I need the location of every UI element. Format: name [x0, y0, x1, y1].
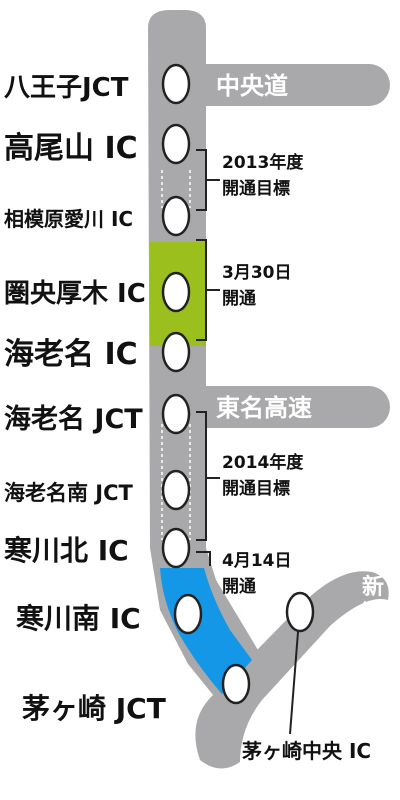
- station-marker-chigasaki-jct[interactable]: [221, 663, 251, 705]
- label-hachioji-jct: 八王子JCT: [4, 73, 129, 103]
- station-marker-ebina-jct[interactable]: [161, 393, 191, 435]
- label-sagamihara-aikawa-ic: 相模原愛川 IC: [4, 207, 133, 231]
- note-2013-line1: 2013年度: [222, 152, 304, 173]
- station-marker-ebina-ic[interactable]: [161, 331, 191, 373]
- station-marker-ken-o-atsugi-ic[interactable]: [161, 271, 191, 313]
- station-marker-takaosan-ic[interactable]: [161, 123, 191, 165]
- station-marker-chigasaki-chuo-ic[interactable]: [285, 591, 315, 633]
- station-marker-hachioji-jct[interactable]: [161, 63, 191, 105]
- note-2014-line1: 2014年度: [222, 452, 304, 473]
- station-marker-sagamihara-aikawa-ic[interactable]: [161, 195, 191, 237]
- tomei-expressway-road: [150, 386, 390, 428]
- svg-text:イ: イ: [334, 647, 356, 672]
- station-labels: 八王子JCT 高尾山 IC 相模原愛川 IC 圏央厚木 IC 海老名 IC 海老…: [4, 73, 371, 763]
- label-takaosan-ic: 高尾山 IC: [4, 131, 138, 166]
- svg-text:南: 南: [362, 627, 384, 652]
- label-ebina-jct: 海老名 JCT: [4, 403, 143, 435]
- station-marker-samukawa-kita-ic[interactable]: [161, 527, 191, 569]
- note-0414-line1: 4月14日: [222, 551, 292, 571]
- note-0330-line1: 3月30日: [222, 263, 292, 283]
- chuo-expressway-road: [150, 64, 390, 106]
- station-marker-ebina-minami-jct[interactable]: [161, 469, 191, 511]
- svg-text:ス: ス: [334, 699, 356, 724]
- label-ebina-ic: 海老名 IC: [4, 337, 138, 372]
- label-samukawa-kita-ic: 寒川北 IC: [4, 534, 129, 567]
- note-brackets: [196, 149, 220, 566]
- svg-text:新: 新: [362, 574, 384, 600]
- station-marker-samukawa-minami-ic[interactable]: [173, 593, 203, 635]
- shin-shonan-bypass-road: [195, 571, 389, 769]
- chigasaki-chuo-pointer: [289, 631, 299, 735]
- planned-section-dotted-lines: [161, 170, 191, 540]
- note-2013-line2: 開通目標: [222, 178, 290, 199]
- label-chigasaki-chuo-ic: 茅ヶ崎中央 IC: [242, 739, 371, 763]
- label-ken-o-atsugi-ic: 圏央厚木 IC: [4, 279, 146, 309]
- svg-text:湘: 湘: [362, 601, 384, 626]
- label-samukawa-minami-ic: 寒川南 IC: [16, 602, 141, 635]
- chuo-expressway-label: 中央道: [216, 72, 288, 100]
- svg-text:パ: パ: [334, 673, 356, 698]
- label-chigasaki-jct: 茅ヶ崎 JCT: [22, 692, 166, 725]
- svg-text:バ: バ: [334, 621, 356, 646]
- station-markers: [161, 63, 315, 705]
- shin-shonan-bypass-label: 新 湘 南 バ イ パ ス: [334, 574, 384, 724]
- note-0414-line2: 開通: [222, 577, 256, 597]
- label-ebina-minami-jct: 海老名南 JCT: [4, 481, 134, 505]
- tomei-expressway-label: 東名高速: [216, 394, 312, 422]
- note-0330-line2: 開通: [222, 289, 256, 309]
- note-2014-line2: 開通目標: [222, 478, 290, 499]
